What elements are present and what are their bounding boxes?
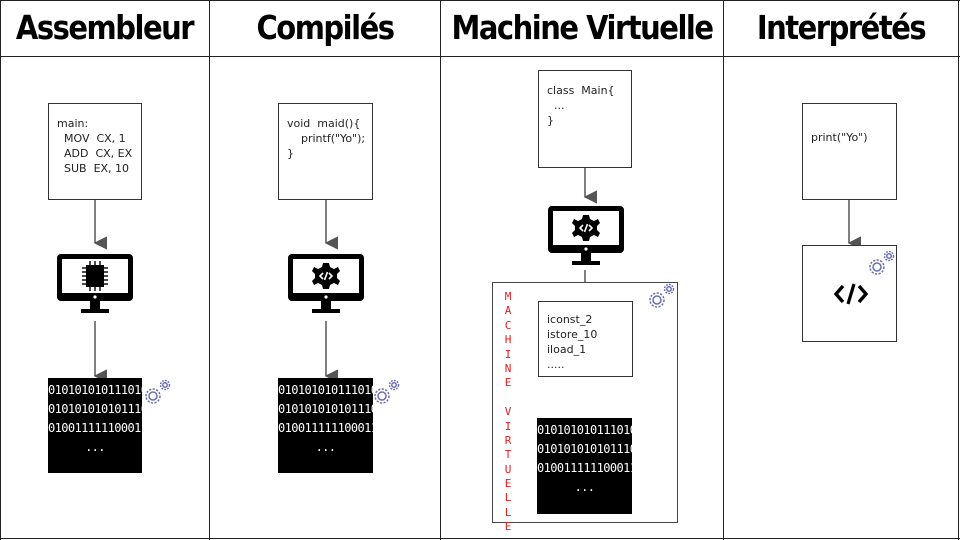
vm-label-letter: H [504, 333, 512, 347]
assembleur-source-box: main: MOV CX, 1 ADD CX, EX SUB EX, 10 [48, 103, 142, 200]
vm-label-letter: T [504, 448, 512, 462]
vm-label-letter: L [504, 491, 512, 505]
bottom-border [0, 538, 960, 539]
vm-label-letter: M [504, 290, 512, 303]
vm-label-letter: L [504, 505, 512, 519]
vm-label-letter: E [504, 477, 512, 491]
title-interpretes: Interprétés [756, 8, 927, 48]
vm-label-letter: I [504, 347, 512, 361]
gears-icon [869, 250, 895, 275]
interpreter-box [802, 245, 897, 342]
title-assembleur: Assembleur [15, 8, 195, 48]
vm-label-letter [501, 391, 515, 405]
title-machine-virtuelle: Machine Virtuelle [451, 8, 714, 48]
vm-label-letter: V [504, 405, 512, 419]
gears-icon [145, 379, 171, 404]
vm-label-letter: U [504, 462, 512, 476]
monitor-code-gear-icon [288, 254, 364, 313]
gears-icon [649, 283, 675, 308]
vm-label-letter: I [504, 419, 512, 433]
title-compiles: Compilés [256, 8, 396, 48]
code-brackets-icon [833, 283, 869, 305]
right-border [958, 0, 959, 540]
vm-label-letter: N [504, 361, 512, 375]
monitor-code-gear-icon [548, 206, 624, 265]
column-divider-3 [723, 0, 724, 540]
compiles-binary-block: 0101010101110101 0101010101011101 010011… [278, 378, 385, 473]
vm-label-letter: E [504, 376, 512, 390]
top-border [0, 0, 960, 1]
column-divider-1 [209, 0, 210, 540]
vm-label-letter: E [504, 520, 512, 534]
left-border [0, 0, 1, 540]
column-divider-2 [440, 0, 441, 540]
compiles-source-box: void maid(){ printf("Yo"); } [278, 103, 373, 200]
header-divider [0, 56, 960, 57]
assembleur-binary-block: 0101010101110101 0101010101011101 010011… [48, 378, 155, 473]
mv-source-box: class Main{ ... } [538, 70, 632, 168]
interpretes-source-box: print("Yo") [802, 103, 897, 200]
bytecode-box: iconst_2 istore_10 iload_1 ..... [538, 301, 633, 377]
mv-binary-block: 0101010101110101 0101010101011101 010011… [537, 418, 644, 514]
monitor-cpu-icon [57, 254, 133, 313]
vm-label-letter: R [504, 433, 512, 447]
vm-label-letter: A [504, 304, 512, 318]
vm-label-letter: C [504, 318, 512, 332]
gears-icon [374, 379, 400, 404]
